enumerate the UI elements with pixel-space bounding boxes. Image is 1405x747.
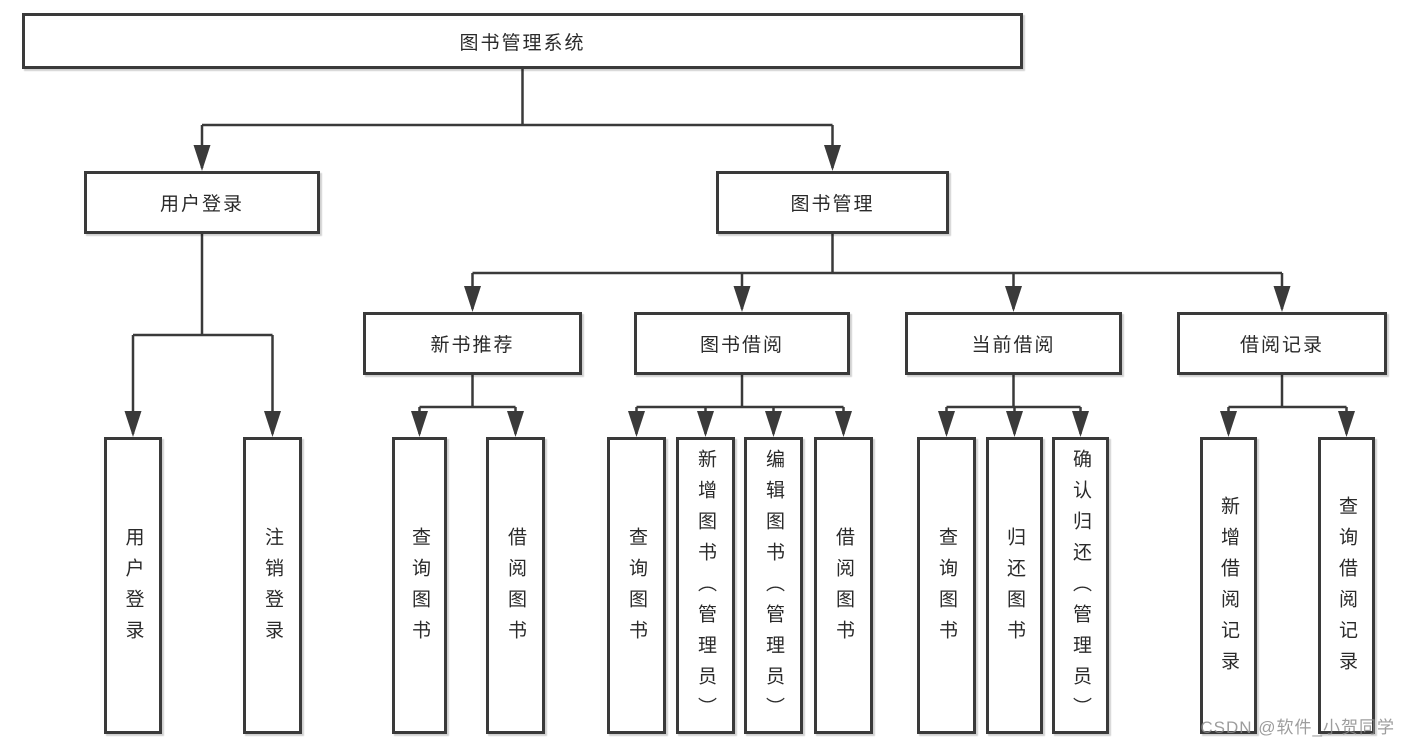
node-book-borrow-label: 图书借阅 xyxy=(699,335,784,356)
leaf-records-query-record: 查询借阅记录 xyxy=(1318,437,1375,734)
node-book-management: 图书管理 xyxy=(716,171,949,234)
leaf-recommend-query-books: 查询图书 xyxy=(392,437,447,734)
node-new-book-recommend: 新书推荐 xyxy=(363,312,582,375)
leaf-borrow-edit-books-admin: 编辑图书（管理员） xyxy=(744,437,803,734)
leaf-borrow-borrow-books: 借阅图书 xyxy=(814,437,873,734)
leaf-current-confirm-return-admin: 确认归还（管理员） xyxy=(1052,437,1109,734)
node-borrow-records-label: 借阅记录 xyxy=(1239,335,1324,356)
node-borrow-records: 借阅记录 xyxy=(1177,312,1387,375)
watermark: CSDN @软件_小贺同学 xyxy=(1200,718,1395,737)
leaf-records-add-record: 新增借阅记录 xyxy=(1200,437,1257,734)
leaf-recommend-borrow-books: 借阅图书 xyxy=(486,437,545,734)
leaf-logout: 注销登录 xyxy=(243,437,302,734)
node-current-borrow: 当前借阅 xyxy=(905,312,1122,375)
leaf-borrow-add-books-admin: 新增图书（管理员） xyxy=(676,437,735,734)
node-user-login-label: 用户登录 xyxy=(159,194,244,215)
leaf-current-query-books: 查询图书 xyxy=(917,437,976,734)
leaf-borrow-query-books: 查询图书 xyxy=(607,437,666,734)
node-book-management-label: 图书管理 xyxy=(790,194,875,215)
node-user-login: 用户登录 xyxy=(84,171,320,234)
node-current-borrow-label: 当前借阅 xyxy=(971,335,1056,356)
root-node-library-system: 图书管理系统 xyxy=(22,13,1023,69)
leaf-user-login: 用户登录 xyxy=(104,437,162,734)
root-node-label: 图书管理系统 xyxy=(459,32,586,54)
node-book-borrow: 图书借阅 xyxy=(634,312,850,375)
node-new-book-recommend-label: 新书推荐 xyxy=(430,335,515,356)
leaf-current-return-books: 归还图书 xyxy=(986,437,1043,734)
